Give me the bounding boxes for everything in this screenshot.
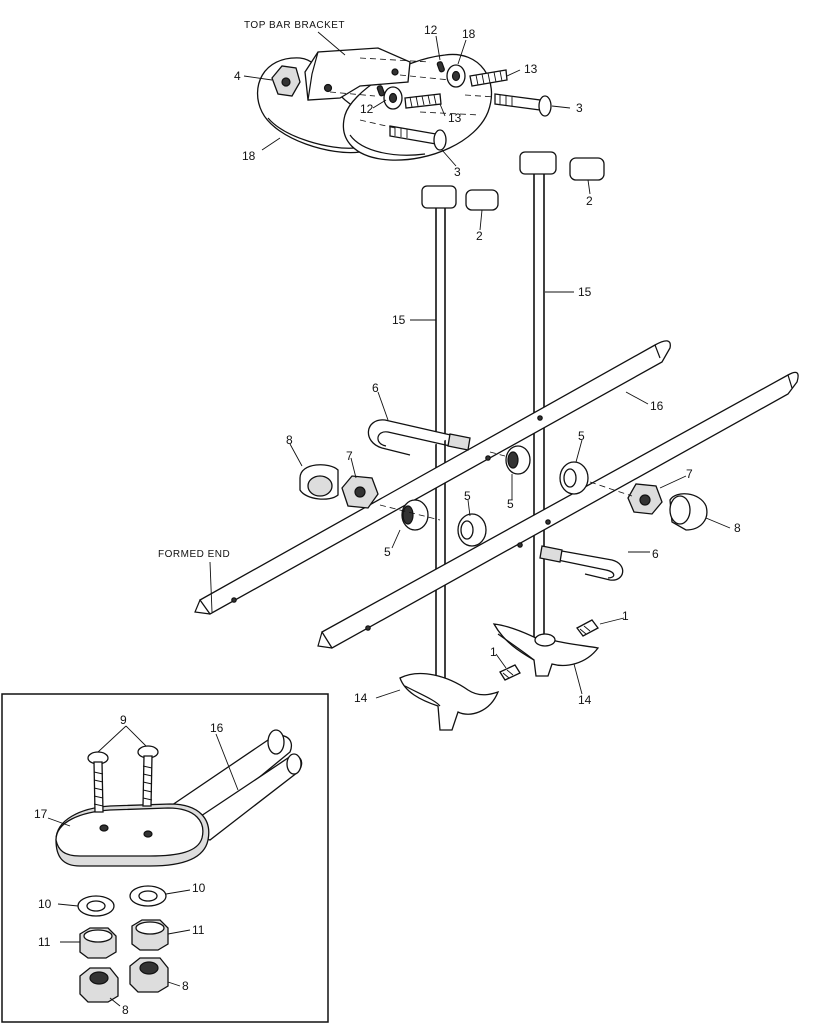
label-5-center: 5 xyxy=(507,497,514,511)
label-2-left: 2 xyxy=(476,229,483,243)
callout-labels: TOP BAR BRACKET 4 18 12 18 13 12 13 3 3 … xyxy=(34,20,741,1017)
label-14-left: 14 xyxy=(354,691,368,705)
label-13-right: 13 xyxy=(524,62,538,76)
label-14-right: 14 xyxy=(578,693,592,707)
label-18-left: 18 xyxy=(242,149,256,163)
label-15-right: 15 xyxy=(578,285,592,299)
top-bar-bracket-assembly xyxy=(257,47,552,161)
label-formed-end: FORMED END xyxy=(158,549,230,560)
label-13-mid: 13 xyxy=(448,111,462,125)
label-top-bar-bracket: TOP BAR BRACKET xyxy=(244,20,345,31)
label-6-bottom: 6 xyxy=(652,547,659,561)
label-16-right: 16 xyxy=(650,399,664,413)
label-7-right: 7 xyxy=(686,467,693,481)
label-4: 4 xyxy=(234,69,241,83)
label-6-top: 6 xyxy=(372,381,379,395)
label-16-inset: 16 xyxy=(210,721,224,735)
label-12-top: 12 xyxy=(424,23,438,37)
label-7-left: 7 xyxy=(346,449,353,463)
label-15-left: 15 xyxy=(392,313,406,327)
label-3-lower: 3 xyxy=(454,165,461,179)
leader-lines xyxy=(47,31,731,1007)
label-1-right: 1 xyxy=(622,609,629,623)
label-10-left: 10 xyxy=(38,897,52,911)
label-11-left: 11 xyxy=(38,935,51,949)
upright-posts xyxy=(421,151,605,691)
label-5-left: 5 xyxy=(384,545,391,559)
label-3-right: 3 xyxy=(576,101,583,115)
label-18-top: 18 xyxy=(462,27,476,41)
skid-rails xyxy=(194,340,799,649)
label-5-lower: 5 xyxy=(464,489,471,503)
label-11-right: 11 xyxy=(192,923,205,937)
label-12-mid: 12 xyxy=(360,102,374,116)
label-10-right: 10 xyxy=(192,881,206,895)
label-8-inset-right: 8 xyxy=(182,979,189,993)
foot-brackets xyxy=(399,619,600,731)
label-8-right: 8 xyxy=(734,521,741,535)
label-8-inset-bottom: 8 xyxy=(122,1003,129,1017)
inset-detail xyxy=(1,693,329,1023)
label-1-left: 1 xyxy=(490,645,497,659)
label-17: 17 xyxy=(34,807,48,821)
hardware-center xyxy=(299,419,708,581)
label-5-right-top: 5 xyxy=(578,429,585,443)
label-9: 9 xyxy=(120,713,127,727)
label-8-left: 8 xyxy=(286,433,293,447)
label-2-right: 2 xyxy=(586,194,593,208)
